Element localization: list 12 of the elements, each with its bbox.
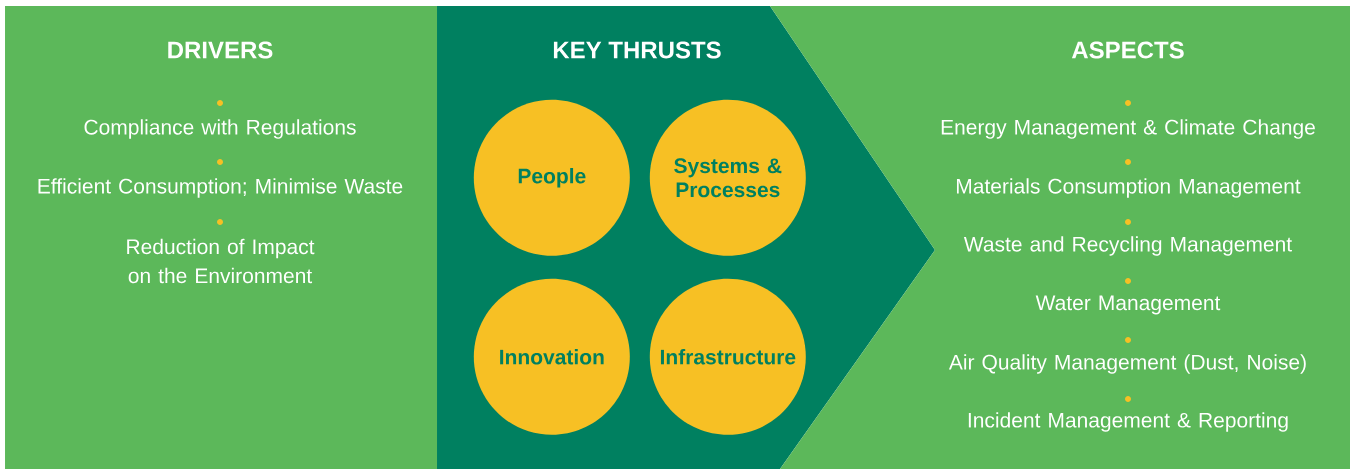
heading: ASPECTS bbox=[1071, 41, 1184, 59]
list-item: Reduction of Impact on the Environment bbox=[127, 238, 315, 284]
list-item: Waste and Recycling Management bbox=[963, 236, 1292, 256]
heading: KEY THRUSTS bbox=[553, 41, 721, 59]
list-item: Efficient Consumption; Minimise Waste bbox=[38, 178, 403, 198]
list-item: Energy Management & Climate Change bbox=[941, 119, 1315, 139]
list-item: Incident Management & Reporting bbox=[968, 412, 1288, 432]
list-item: Compliance with Regulations bbox=[84, 119, 356, 139]
list-item: Materials Consumption Management bbox=[957, 178, 1301, 198]
list-item: Water Management bbox=[1035, 295, 1221, 315]
heading: DRIVERS bbox=[168, 41, 273, 59]
list-item: Air Quality Management (Dust, Noise) bbox=[948, 354, 1306, 374]
